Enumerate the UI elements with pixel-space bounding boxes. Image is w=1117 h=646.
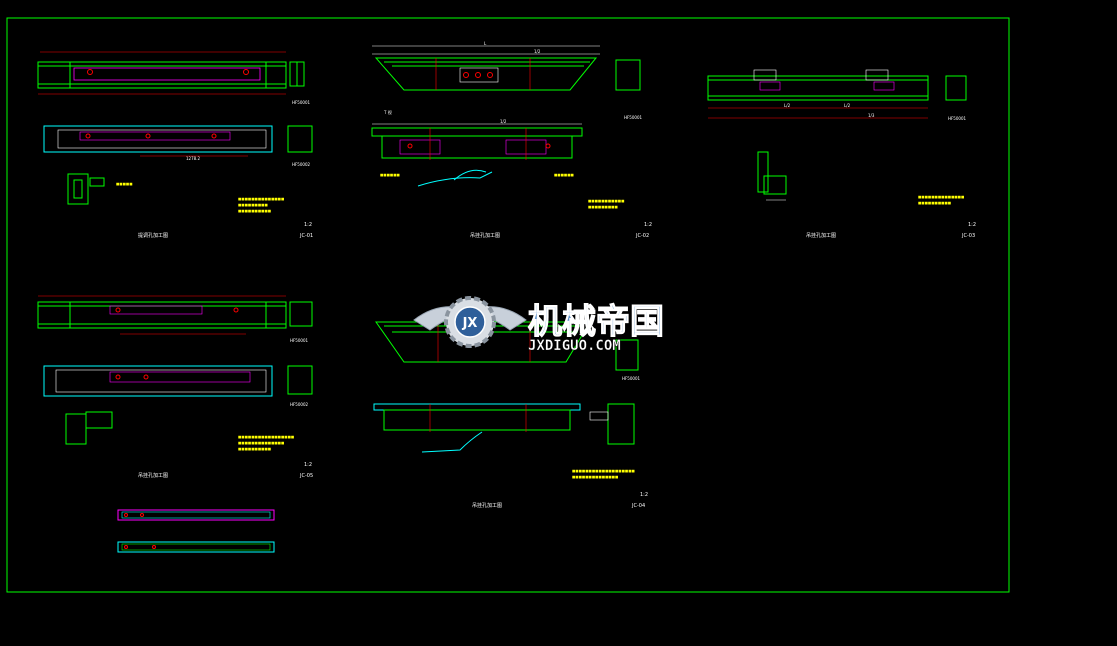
drawing-jc02: L 1/2 HF50001 T 视 1/2 ■■■■■■ ■■■■■■ ■■■■…: [371, 41, 652, 239]
svg-text:吊挂孔加工图: 吊挂孔加工图: [138, 472, 168, 479]
detail-section: [67, 173, 89, 205]
profile-section-6: [287, 365, 313, 395]
svg-text:1:2: 1:2: [644, 222, 652, 228]
bar-cyan: [117, 541, 275, 553]
part-side-view: [37, 61, 287, 89]
drawing-jc03: L/2 L/2 1/3 HF50001 ■■■■■■■■■■■■■■ ■■■■■…: [707, 69, 976, 239]
drawing-code: JC-01: [299, 233, 313, 239]
svg-text:1/3: 1/3: [868, 113, 875, 118]
view-label: T 视: [383, 109, 392, 115]
svg-text:吊挂孔加工图: 吊挂孔加工图: [806, 232, 836, 239]
profile-section-4: [945, 75, 967, 101]
part-side-view-3: [707, 75, 929, 101]
svg-text:1:2: 1:2: [640, 492, 648, 498]
plan-view-4-body: [383, 409, 571, 431]
svg-text:1/2: 1/2: [500, 119, 507, 124]
svg-text:■■■■■■: ■■■■■■: [554, 173, 574, 177]
scale-label: 1:2: [304, 222, 312, 228]
svg-text:吊挂孔加工图: 吊挂孔加工图: [470, 232, 500, 239]
svg-text:JC-05: JC-05: [299, 473, 313, 479]
svg-text:■■■■■■■■■■■■■■■■■: ■■■■■■■■■■■■■■■■■: [238, 435, 294, 439]
svg-text:■■■■■■■■■■: ■■■■■■■■■■: [918, 201, 951, 205]
svg-text:■■■■■: ■■■■■: [116, 182, 133, 186]
svg-text:■■■■■■■■■■■■■■: ■■■■■■■■■■■■■■: [238, 441, 284, 445]
detail-section-3: [757, 151, 769, 193]
sheet-border: [6, 17, 1010, 593]
drawing-title: 提调孔加工图: [138, 232, 168, 239]
svg-text:■■■■■■■■■■■: ■■■■■■■■■■■: [588, 199, 624, 203]
svg-text:■■■■■■■■■: ■■■■■■■■■: [588, 205, 618, 209]
profile-code-label: HF50001: [292, 100, 310, 105]
svg-text:■■■■■■: ■■■■■■: [380, 173, 400, 177]
svg-text:■■■■■■■■■■■■■■■■■■■: ■■■■■■■■■■■■■■■■■■■: [572, 469, 635, 473]
watermark-chinese: 机械帝国: [528, 302, 664, 342]
svg-text:■■■■■■■■■■: ■■■■■■■■■■: [238, 209, 271, 213]
logo-badge-text: JX: [462, 316, 478, 331]
svg-text:HF50001: HF50001: [290, 338, 308, 343]
hook-curve: [417, 171, 493, 187]
profile-section-7: [615, 339, 639, 371]
svg-text:HF50001: HF50001: [948, 116, 966, 121]
hook-curve-4: [421, 431, 483, 453]
part-front-view-5: [43, 365, 273, 397]
svg-text:L/2: L/2: [844, 103, 851, 108]
dim-length: 1278.2: [186, 156, 200, 161]
svg-text:HF50001: HF50001: [622, 376, 640, 381]
svg-text:HF50001: HF50001: [624, 115, 642, 120]
profile-section-2: [287, 125, 313, 153]
part-side-view-5: [37, 301, 287, 329]
profile-section-3: [615, 59, 641, 91]
bar-magenta: [117, 509, 275, 521]
watermark-english: JXDIGUO.COM: [528, 338, 621, 354]
drawing-jc05: HF50001 HF50002 ■■■■■■■■■■■■■■■■■ ■■■■■■…: [37, 295, 313, 479]
svg-text:吊挂孔加工图: 吊挂孔加工图: [472, 502, 502, 509]
svg-text:JC-03: JC-03: [961, 233, 975, 239]
svg-text:HF50002: HF50002: [290, 402, 308, 407]
svg-text:L/2: L/2: [784, 103, 791, 108]
svg-text:JC-04: JC-04: [631, 503, 645, 509]
svg-text:1:2: 1:2: [304, 462, 312, 468]
detail-section-4: [607, 403, 635, 445]
plan-view-body: [381, 135, 573, 159]
dim-top-1: L: [484, 41, 487, 46]
svg-text:■■■■■■■■■■■■■■: ■■■■■■■■■■■■■■: [572, 475, 618, 479]
part-front-view: [43, 125, 273, 153]
svg-text:JC-02: JC-02: [635, 233, 649, 239]
svg-text:■■■■■■■■■: ■■■■■■■■■: [238, 203, 268, 207]
svg-text:1:2: 1:2: [968, 222, 976, 228]
watermark-logo: JX 机械帝国 JXDIGUO.COM: [413, 296, 665, 354]
plan-view-4-top: [373, 403, 581, 411]
profile-code-label-2: HF50002: [292, 162, 310, 167]
drawing-jc01: HF50001 1278.2 HF50002 ■■■■■ ■■■■■■■■■■■…: [37, 51, 313, 239]
detail-section-5: [65, 413, 87, 445]
svg-text:■■■■■■■■■■: ■■■■■■■■■■: [238, 447, 271, 451]
bar-details: [117, 509, 275, 553]
svg-text:■■■■■■■■■■■■■■: ■■■■■■■■■■■■■■: [238, 197, 284, 201]
trapezoid-view: [374, 57, 598, 91]
svg-text:■■■■■■■■■■■■■■: ■■■■■■■■■■■■■■: [918, 195, 964, 199]
dim-top-2: 1/2: [534, 49, 541, 54]
profile-section-5: [289, 301, 313, 327]
plan-view-top: [371, 127, 583, 137]
